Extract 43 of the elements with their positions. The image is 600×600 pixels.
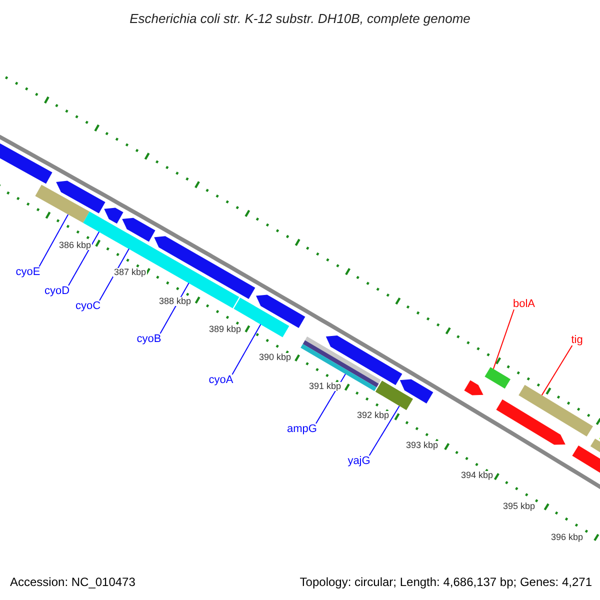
gene-feature [122, 218, 156, 242]
tick-label: 396 kbp [550, 532, 584, 542]
tick-label: 386 kbp [58, 240, 92, 250]
gene-feature [496, 399, 566, 445]
gene-feature [256, 294, 306, 328]
gene-feature [104, 208, 124, 224]
tick-label: 394 kbp [460, 470, 494, 480]
gene-label: bolA [512, 298, 536, 310]
gene-feature [464, 380, 484, 396]
leader-line [368, 405, 400, 456]
tick-label: 389 kbp [208, 324, 242, 334]
leader-line [232, 324, 262, 375]
tick-label: 388 kbp [158, 296, 192, 306]
leader-line [492, 309, 514, 370]
tick-label: 395 kbp [502, 502, 536, 510]
gene-feature [375, 380, 413, 410]
accession-text: Accession: NC_010473 [10, 576, 136, 588]
leader-line [68, 231, 100, 286]
gene-feature [56, 180, 106, 214]
gene-feature [35, 184, 90, 223]
title: Escherichia coli str. K-12 substr. DH10B, complete genome [130, 12, 470, 24]
gene-feature [572, 446, 600, 474]
gene-label: cyoA [208, 374, 234, 386]
gene-feature [484, 367, 510, 389]
gene-label: yajG [348, 456, 370, 466]
gene-feature [400, 379, 434, 404]
gene-feature [154, 236, 256, 299]
leader-line [38, 214, 69, 267]
tick-label: 393 kbp [404, 440, 440, 450]
tick-label: 390 kbp [258, 352, 292, 362]
gene-label: cyoE [16, 266, 40, 278]
gene-label: cyoD [44, 286, 70, 296]
gene-label: cyoC [75, 300, 101, 312]
gene-label: cyoB [136, 334, 162, 344]
tick-label: 392 kbp [356, 410, 390, 420]
leader-line [541, 345, 573, 396]
gene-feature [518, 384, 593, 436]
gene-label: ampG [287, 424, 317, 434]
genome-stats-text: Topology: circular; Length: 4,686,137 bp; Genes: 4,271 [300, 576, 592, 588]
tick-label: 387 kbp [112, 268, 148, 276]
gene-feature [300, 336, 381, 392]
gene-label: tig [571, 334, 583, 346]
tick-label: 391 kbp [308, 382, 342, 390]
